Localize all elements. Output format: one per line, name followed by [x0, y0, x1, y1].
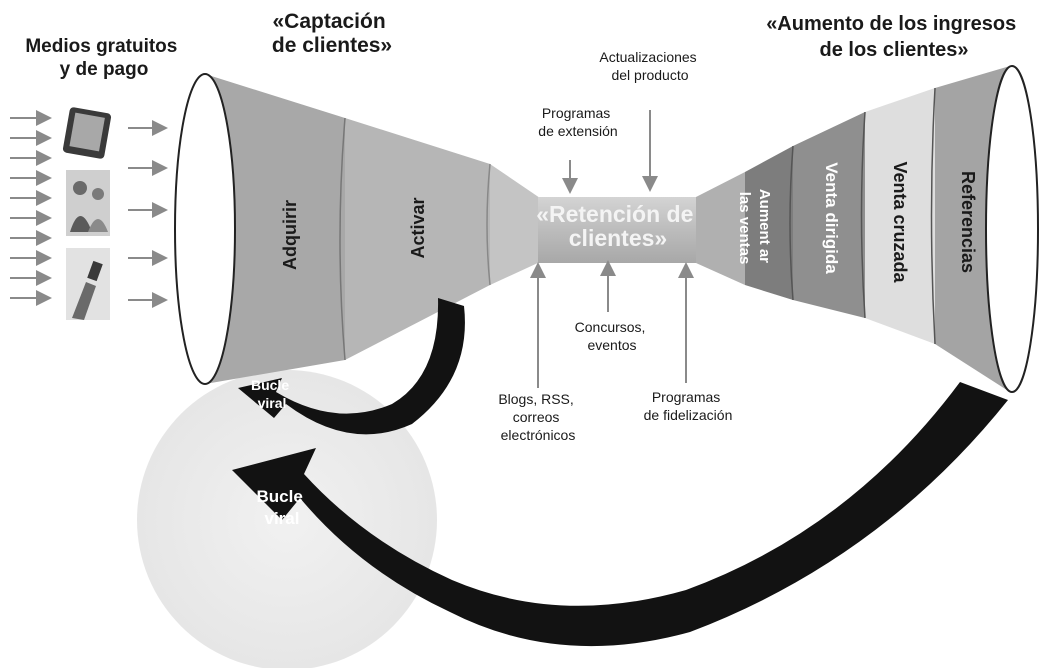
small-loop-label: Bucle viral [251, 377, 293, 411]
revenue-funnel [696, 65, 1039, 393]
cross-sell-segment [865, 88, 935, 344]
media-input-arrows [10, 110, 168, 308]
upsell-segment [745, 146, 793, 300]
acquisition-heading: «Captación de clientes» [272, 10, 392, 57]
loyalty-programs-label: Programas de fidelización [644, 389, 733, 423]
people-photo-icon [66, 170, 110, 236]
activate-segment [345, 118, 490, 360]
large-loop-label: Bucle viral [256, 487, 307, 528]
outreach-programs-label: Programas de extensión [538, 105, 617, 139]
funnel-neck-left [490, 164, 540, 285]
retention-tube [538, 197, 698, 263]
acquire-label: Adquirir [280, 200, 300, 270]
contests-label: Concursos, eventos [575, 319, 650, 353]
directed-sale-label: Venta dirigida [822, 162, 841, 274]
funnel-mouth-right [985, 65, 1039, 393]
hand-phone-icon [66, 248, 110, 320]
activate-label: Activar [408, 197, 428, 258]
blogs-label: Blogs, RSS, correos electrónicos [498, 391, 577, 443]
funnel-mouth-left [174, 73, 236, 385]
revenue-heading: «Aumento de los ingresos de los clientes… [766, 13, 1022, 61]
retention-input-arrows [530, 110, 694, 388]
viral-loop-circle [137, 370, 437, 668]
cross-sell-label: Venta cruzada [890, 161, 910, 283]
product-updates-label: Actualizaciones del producto [599, 49, 700, 83]
small-viral-loop-arrow [238, 298, 465, 435]
upsell-label: Aument ar las ventas [736, 189, 773, 267]
acquisition-funnel [174, 73, 540, 385]
retention-label: «Retención de clientes» [536, 201, 700, 251]
media-heading: Medios gratuitos y de pago [25, 36, 182, 80]
referrals-label: Referencias [958, 171, 978, 273]
large-viral-loop-arrow [232, 382, 1008, 647]
acquire-segment [205, 74, 345, 384]
tablet-device-icon [62, 107, 112, 159]
directed-sale-segment [793, 112, 865, 318]
